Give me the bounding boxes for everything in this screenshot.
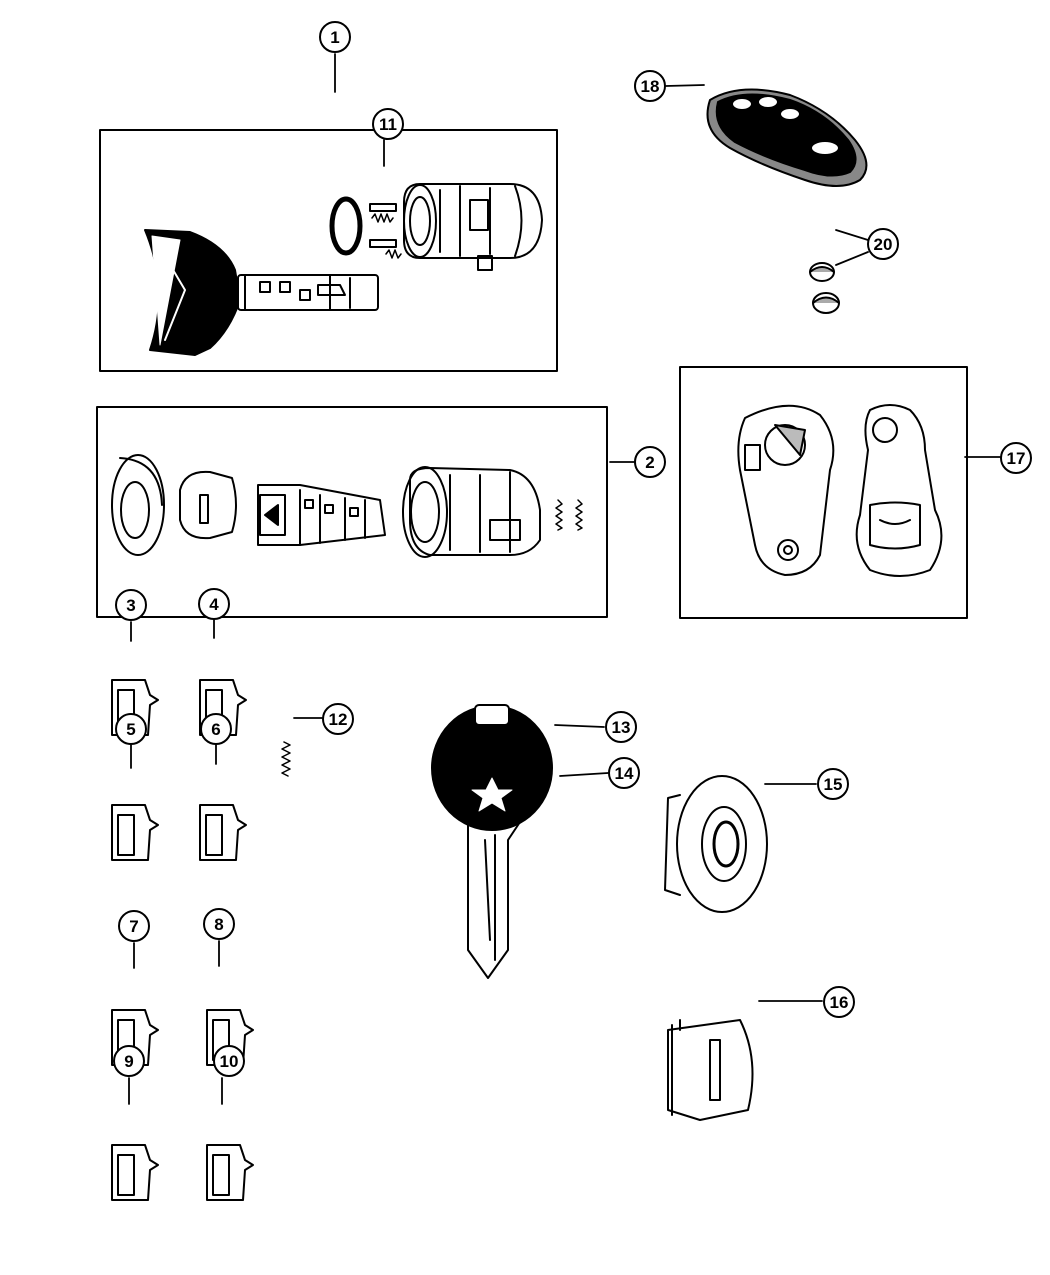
lock-cap [667,1019,754,1121]
ignition-lock-cylinder [144,183,543,356]
callout-2: 2 [634,446,666,478]
svg-text:17: 17 [1007,449,1026,468]
svg-text:4: 4 [209,595,219,614]
svg-text:6: 6 [211,720,220,739]
callout-14: 14 [608,757,640,789]
callout-3: 3 [115,589,147,621]
ignition-key [431,704,553,979]
svg-text:20: 20 [874,235,893,254]
callout-13: 13 [605,711,637,743]
lock-bezel [664,775,768,913]
lock-lever-box [679,366,968,619]
svg-text:12: 12 [329,710,348,729]
svg-text:16: 16 [830,993,849,1012]
svg-text:11: 11 [379,115,397,134]
leader-lines [128,53,1001,1105]
svg-text:3: 3 [126,596,135,615]
svg-text:10: 10 [220,1052,239,1071]
callout-1: 1 [319,21,351,53]
ignition-lock-box [99,129,558,372]
callout-6: 6 [200,713,232,745]
svg-text:15: 15 [824,775,843,794]
svg-text:18: 18 [641,77,660,96]
svg-text:5: 5 [126,720,135,739]
tumbler-spring [281,741,291,777]
svg-text:8: 8 [214,915,223,934]
callout-12: 12 [322,703,354,735]
svg-text:9: 9 [124,1052,133,1071]
lock-levers [737,404,943,577]
door-lock-box [96,406,608,618]
fob-caps [809,262,840,314]
callouts: 1 11 18 20 2 17 3 4 5 6 12 13 14 15 7 8 … [113,21,1032,1077]
callout-10: 10 [213,1045,245,1077]
callout-7: 7 [118,910,150,942]
callout-16: 16 [823,986,855,1018]
key-fob [706,88,868,187]
callout-4: 4 [198,588,230,620]
callout-20: 20 [867,228,899,260]
svg-text:13: 13 [612,718,631,737]
door-lock-parts [111,454,583,558]
callout-15: 15 [817,768,849,800]
svg-text:2: 2 [645,453,654,472]
svg-text:1: 1 [330,28,339,47]
callout-9: 9 [113,1045,145,1077]
callout-11: 11 [372,108,404,140]
svg-text:7: 7 [129,917,138,936]
callout-8: 8 [203,908,235,940]
callout-5: 5 [115,713,147,745]
svg-text:14: 14 [615,764,634,783]
callout-17: 17 [1000,442,1032,474]
callout-18: 18 [634,70,666,102]
